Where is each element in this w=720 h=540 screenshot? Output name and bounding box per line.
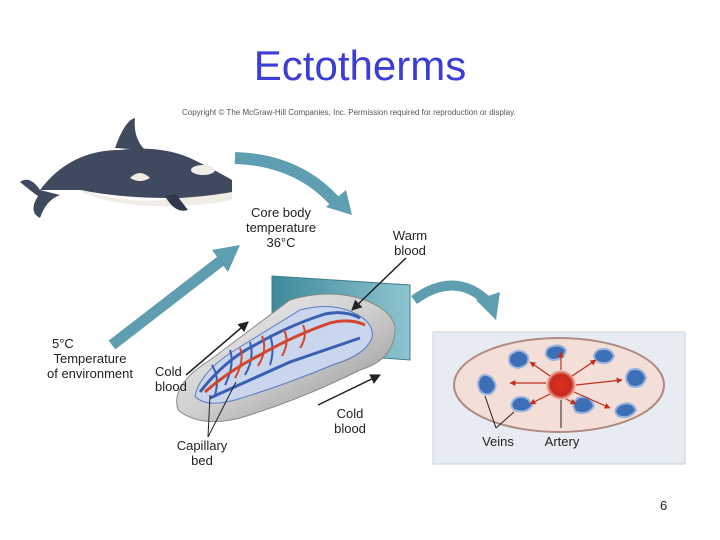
core-body-line-2: temperature — [245, 220, 317, 235]
page-number: 6 — [660, 498, 668, 513]
artery-group — [509, 351, 623, 409]
environment-temperature-label: 5°C Temperature of environment — [40, 336, 140, 381]
arrowhead-environment — [212, 245, 240, 272]
veins-label: Veins — [482, 434, 514, 449]
cold-blood-bottom-line-2: blood — [334, 421, 366, 436]
warm-blood-label: Warm blood — [384, 228, 436, 258]
capillary-pointer-1 — [207, 394, 211, 438]
cold-blood-bottom-pointer — [317, 374, 381, 406]
capillary-bed-line-2: bed — [191, 453, 213, 468]
copyright-notice: Copyright © The McGraw-Hill Companies, I… — [182, 108, 516, 117]
environment-line-1: 5°C — [52, 336, 74, 351]
curved-arrow-cross-section — [411, 280, 492, 306]
warm-blood-pointer — [351, 257, 407, 311]
warm-blood-line-2: blood — [394, 243, 426, 258]
cold-blood-bottom-label: Cold blood — [330, 406, 370, 436]
environment-line-2: Temperature — [53, 351, 127, 366]
arrowhead-whale — [326, 190, 352, 215]
diagonal-arrow-environment — [108, 255, 226, 350]
core-body-line-1: Core body — [251, 205, 311, 220]
veins-pointer-1 — [484, 395, 497, 429]
arrowhead-cross-section — [476, 292, 500, 320]
curved-arrow-whale — [234, 152, 343, 209]
cold-blood-left-line-2: blood — [155, 379, 187, 394]
cold-blood-left-line-1: Cold — [155, 364, 182, 379]
capillary-bed-label: Capillary bed — [170, 438, 234, 468]
environment-line-3: of environment — [47, 366, 133, 381]
cold-blood-left-label: Cold blood — [155, 364, 195, 394]
cold-blood-bottom-line-1: Cold — [336, 406, 364, 421]
warm-blood-line-1: Warm — [392, 228, 428, 243]
orca-whale-illustration — [20, 118, 232, 218]
capillary-pointer-2 — [207, 381, 237, 438]
veins-pointer-2 — [495, 411, 515, 429]
capillary-bed-line-1: Capillary — [176, 438, 228, 453]
cold-blood-left-pointer — [185, 321, 249, 376]
veins-group — [476, 344, 648, 419]
artery-label: Artery — [544, 434, 580, 449]
core-body-temperature-label: Core body temperature 36°C — [238, 205, 324, 250]
slide-title: Ectotherms — [253, 42, 467, 89]
core-body-line-3: 36°C — [266, 235, 296, 250]
